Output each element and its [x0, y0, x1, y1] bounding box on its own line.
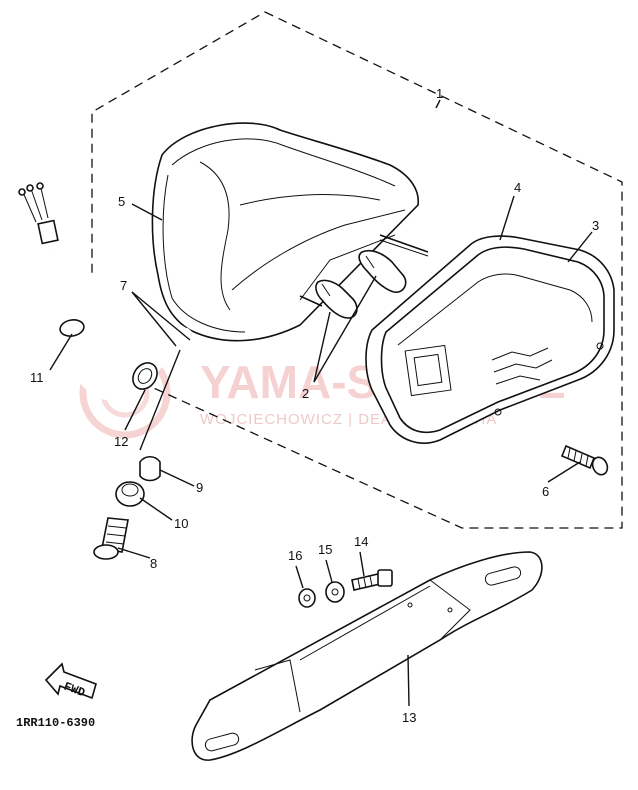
callout-14: 14 [354, 534, 368, 549]
callout-2: 2 [302, 386, 309, 401]
callout-1: 1 [436, 86, 443, 101]
fwd-label: FWD [62, 680, 87, 701]
callout-11: 11 [30, 370, 44, 385]
callout-4: 4 [514, 180, 521, 195]
license-bracket [191, 551, 543, 761]
assembly-boundary [91, 11, 623, 529]
bracket-hardware [298, 569, 393, 608]
diagram-code: 1RR110-6390 [16, 716, 95, 730]
callout-3: 3 [592, 218, 599, 233]
leader-lines [49, 99, 593, 707]
mount-hardware [93, 455, 161, 560]
callout-16: 16 [288, 548, 302, 563]
bulbs [315, 249, 407, 319]
callout-10: 10 [174, 516, 188, 531]
wire-harness [18, 182, 193, 401]
callout-6: 6 [542, 484, 549, 499]
callout-9: 9 [196, 480, 203, 495]
fwd-arrow-icon: FWD [44, 662, 97, 701]
callout-5: 5 [118, 194, 125, 209]
lens-assembly [365, 235, 615, 444]
callout-13: 13 [402, 710, 416, 725]
callout-15: 15 [318, 542, 332, 557]
taillight-housing [151, 122, 429, 342]
callout-12: 12 [114, 434, 128, 449]
callout-7: 7 [120, 278, 127, 293]
callout-8: 8 [150, 556, 157, 571]
lens-screw [560, 444, 609, 476]
callouts: 1 2 3 4 5 6 7 8 9 10 11 12 13 14 15 16 [30, 86, 599, 725]
